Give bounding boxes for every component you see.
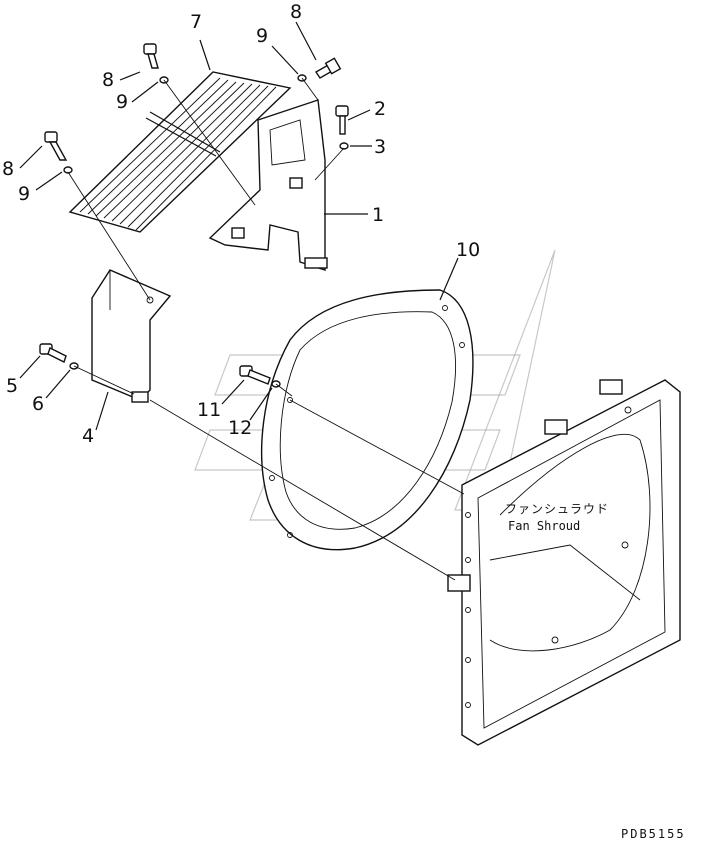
callout-9-top: 9 [256,25,268,47]
fasteners [39,43,349,388]
shroud-label-jp: ファンシュラウド [505,502,609,516]
callout-10: 10 [456,239,480,261]
callout-7: 7 [190,11,202,33]
part-4-lower-bracket [91,269,172,403]
shroud-label-en: Fan Shroud [508,519,580,533]
part-10-shroud-ring [261,289,474,551]
callout-1: 1 [372,204,384,226]
callout-9-upper-left: 9 [116,91,128,113]
fan-shroud: ファンシュラウド Fan Shroud [447,379,681,746]
part-1-bracket [208,99,328,271]
callout-11: 11 [197,399,221,421]
callouts: 1 2 3 4 5 6 7 8 8 8 9 9 9 10 11 12 [2,1,480,447]
callout-8-left: 8 [2,158,14,180]
callout-6: 6 [32,393,44,415]
callout-3: 3 [374,136,386,158]
part-7-harness-cover [68,71,292,233]
callout-8-upper-left: 8 [102,69,114,91]
leader-lines [19,21,465,581]
callout-5: 5 [6,375,18,397]
callout-8-top: 8 [290,1,302,23]
callout-12: 12 [228,417,252,439]
callout-9-left: 9 [18,183,30,205]
callout-2: 2 [374,98,386,120]
drawing-code: PDB5155 [621,827,686,841]
callout-4: 4 [82,425,94,447]
